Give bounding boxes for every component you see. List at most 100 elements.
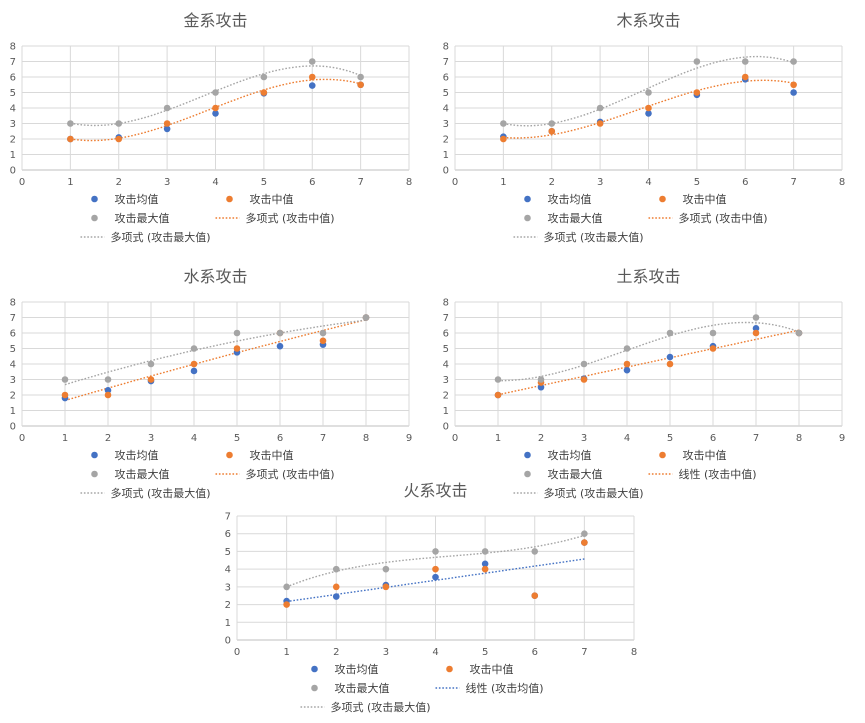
- point-max: [332, 565, 340, 573]
- trendline-max: [498, 321, 800, 382]
- point-mid: [67, 135, 74, 143]
- x-tick-label: 4: [432, 647, 438, 658]
- y-tick-label: 6: [443, 73, 449, 84]
- x-tick-label: 7: [753, 433, 759, 444]
- legend-marker-mid: [226, 451, 233, 459]
- point-max: [645, 89, 652, 96]
- point-mid: [580, 376, 588, 383]
- point-max: [500, 120, 507, 127]
- point-avg: [481, 560, 489, 568]
- y-tick-label: 7: [443, 57, 449, 68]
- legend-label: 攻击中值: [250, 192, 294, 206]
- y-tick-label: 0: [443, 166, 449, 177]
- point-avg: [190, 367, 198, 375]
- legend-label: 攻击均值: [548, 448, 592, 462]
- point-mid: [382, 583, 390, 591]
- point-mid: [623, 360, 631, 368]
- x-tick-label: 6: [532, 647, 538, 658]
- point-avg: [308, 82, 316, 89]
- legend-marker-avg: [524, 195, 531, 203]
- point-mid: [163, 120, 171, 127]
- legend-marker-avg: [311, 665, 318, 673]
- legend-label: 攻击中值: [683, 448, 727, 462]
- x-tick-label: 7: [320, 433, 326, 444]
- point-mid: [531, 592, 539, 600]
- legend-label: 线性 (攻击中值): [679, 467, 757, 481]
- legend-label: 多项式 (攻击最大值): [111, 230, 211, 244]
- x-tick-label: 7: [790, 177, 796, 188]
- legend-label: 多项式 (攻击中值): [246, 211, 335, 225]
- point-max: [283, 583, 290, 591]
- point-max: [104, 376, 112, 383]
- point-mid: [147, 376, 155, 383]
- point-mid: [260, 89, 268, 96]
- x-tick-label: 0: [19, 177, 25, 188]
- legend-label: 多项式 (攻击最大值): [331, 700, 431, 714]
- y-tick-label: 5: [225, 547, 231, 558]
- x-tick-label: 5: [482, 647, 488, 658]
- point-mid: [332, 583, 340, 591]
- y-tick-label: 0: [10, 422, 16, 433]
- x-tick-label: 0: [452, 177, 458, 188]
- chart-title: 木系攻击: [616, 11, 680, 30]
- legend-label: 多项式 (攻击中值): [679, 211, 768, 225]
- point-max: [212, 89, 219, 96]
- point-mid: [357, 81, 364, 89]
- point-max: [709, 329, 717, 337]
- y-tick-label: 6: [10, 73, 16, 84]
- legend-marker-avg: [91, 451, 98, 459]
- legend-marker-max: [311, 684, 318, 692]
- y-tick-label: 2: [10, 391, 16, 402]
- legend-label: 攻击最大值: [115, 467, 170, 481]
- y-tick-label: 7: [10, 313, 16, 324]
- y-tick-label: 5: [443, 88, 449, 99]
- y-tick-label: 3: [10, 119, 16, 130]
- y-tick-label: 5: [10, 344, 16, 355]
- x-tick-label: 2: [105, 433, 111, 444]
- point-avg: [332, 593, 340, 600]
- x-tick-label: 0: [452, 433, 458, 444]
- y-tick-label: 5: [443, 344, 449, 355]
- y-tick-label: 2: [443, 391, 449, 402]
- y-tick-label: 5: [10, 88, 16, 99]
- legend-marker-mid: [226, 195, 233, 203]
- x-tick-label: 8: [839, 177, 845, 188]
- legend-label: 攻击中值: [683, 192, 727, 206]
- point-max: [362, 314, 370, 321]
- x-tick-label: 4: [624, 433, 630, 444]
- point-mid: [432, 565, 439, 573]
- x-tick-label: 6: [309, 177, 315, 188]
- x-tick-label: 5: [261, 177, 267, 188]
- point-max: [190, 345, 198, 352]
- point-mid: [494, 391, 502, 399]
- y-tick-label: 6: [225, 529, 231, 540]
- x-tick-label: 1: [62, 433, 68, 444]
- legend-label: 攻击均值: [548, 192, 592, 206]
- y-tick-label: 1: [443, 406, 449, 417]
- point-max: [537, 376, 545, 383]
- x-tick-label: 7: [357, 177, 363, 188]
- point-mid: [283, 601, 290, 608]
- point-max: [752, 314, 760, 321]
- point-avg: [163, 125, 171, 133]
- y-tick-label: 0: [10, 166, 16, 177]
- point-mid: [741, 73, 749, 81]
- x-tick-label: 3: [164, 177, 170, 188]
- y-tick-label: 1: [10, 150, 16, 161]
- x-tick-label: 1: [500, 177, 506, 188]
- x-tick-label: 8: [796, 433, 802, 444]
- legend-marker-avg: [524, 451, 531, 459]
- x-tick-label: 6: [277, 433, 283, 444]
- legend-marker-max: [91, 470, 98, 478]
- x-tick-label: 4: [645, 177, 651, 188]
- legend-label: 多项式 (攻击最大值): [544, 230, 644, 244]
- legend-label: 攻击最大值: [548, 467, 603, 481]
- y-tick-label: 4: [10, 104, 16, 115]
- chart-title: 水系攻击: [183, 267, 247, 286]
- trendline-max: [64, 319, 367, 386]
- legend-marker-mid: [446, 665, 453, 673]
- point-mid: [752, 329, 760, 337]
